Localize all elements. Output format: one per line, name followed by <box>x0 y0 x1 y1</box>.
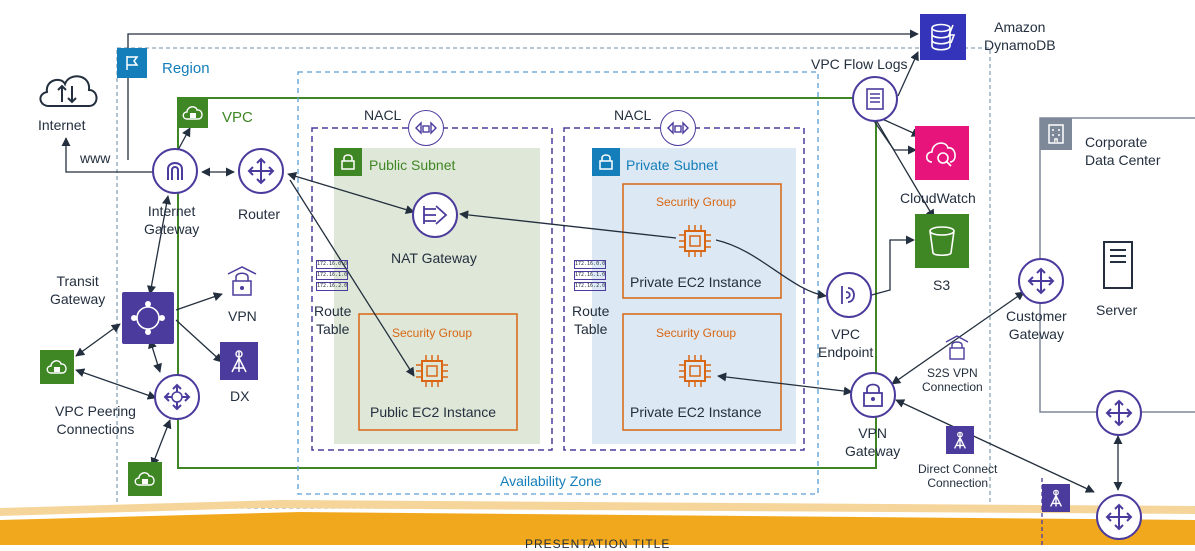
public-ec2-chip-icon <box>415 354 449 393</box>
security-group-private-bottom-box <box>622 313 782 431</box>
vpn-lock-icon <box>224 264 260 305</box>
router-label: Router <box>238 206 281 222</box>
security-group-public-box <box>358 313 518 431</box>
vpc-label: VPC <box>222 109 253 126</box>
region-boundary <box>116 47 991 509</box>
dx-label: DX <box>230 388 250 404</box>
vpc-icon <box>178 98 208 128</box>
route-table-right-label: Route Table <box>572 303 610 337</box>
onprem-router-top-icon <box>1096 390 1142 436</box>
vpc-endpoint-label: VPC Endpoint <box>818 326 874 360</box>
route-table-left-icon: 172.16.0.0 172.16.1.0 172.16.2.0 <box>316 260 348 291</box>
nacl-right-icon <box>660 110 696 146</box>
corporate-dc-icon <box>1040 118 1072 150</box>
security-group-private-top-box <box>622 183 782 299</box>
internet-label: Internet <box>38 117 86 133</box>
region-flag-icon <box>117 48 147 78</box>
nacl-right-label: NACL <box>614 107 652 123</box>
internet-cloud-icon <box>35 68 101 115</box>
customer-gateway-icon <box>1018 258 1064 304</box>
vpn-gateway-icon <box>850 372 896 418</box>
nacl-left-icon <box>408 110 444 146</box>
public-ec2-label: Public EC2 Instance <box>370 404 497 420</box>
dx-icon <box>220 342 258 380</box>
vpc-peering-bottom-icon <box>128 462 162 496</box>
private-ec2-top-label: Private EC2 Instance <box>630 274 762 290</box>
security-group-private-bottom-label: Security Group <box>656 326 737 340</box>
vpc-flow-logs-icon <box>852 76 898 122</box>
server-label: Server <box>1096 302 1138 318</box>
internet-gateway-label: Internet Gateway <box>144 203 200 237</box>
vpn-gateway-label: VPN Gateway <box>845 425 901 459</box>
route-table-left-label: Route Table <box>314 303 352 337</box>
direct-connect-icon <box>946 426 974 454</box>
vpc-boundary <box>177 97 877 469</box>
router-icon <box>238 148 284 194</box>
s3-icon <box>915 214 969 268</box>
internet-gateway-icon <box>152 148 198 194</box>
private-ec2-bottom-label: Private EC2 Instance <box>630 404 762 420</box>
security-group-public-label: Security Group <box>392 326 473 340</box>
vpc-endpoint-icon <box>826 272 872 318</box>
security-group-private-top-label: Security Group <box>656 195 737 209</box>
corporate-dc-label: Corporate Data Center <box>1085 134 1161 168</box>
dynamodb-label: Amazon DynamoDB <box>984 19 1056 53</box>
private-ec2-bottom-chip-icon <box>678 354 712 393</box>
onprem-direct-connect-icon <box>1042 484 1070 512</box>
private-subnet-label: Private Subnet <box>626 157 718 173</box>
transit-gateway-label: Transit Gateway <box>50 273 106 307</box>
vpc-peering-router-icon <box>154 374 200 420</box>
nat-gateway-icon <box>412 192 458 238</box>
onprem-router-bottom-icon <box>1096 494 1142 540</box>
public-subnet-lock-icon <box>334 148 362 176</box>
nat-gateway-label: NAT Gateway <box>391 250 477 266</box>
route-table-right-icon: 172.16.0.0 172.16.1.0 172.16.2.0 <box>574 260 606 291</box>
private-subnet-lock-icon <box>592 148 620 176</box>
direct-connect-label: Direct Connect Connection <box>918 462 998 490</box>
region-label: Region <box>162 60 210 77</box>
server-icon <box>1102 240 1134 295</box>
availability-zone-label: Availability Zone <box>500 473 602 489</box>
vpc-flow-logs-label: VPC Flow Logs <box>811 56 908 72</box>
nacl-left-label: NACL <box>364 107 402 123</box>
vpc-peering-label: VPC Peering Connections <box>55 403 136 437</box>
transit-gateway-icon <box>122 292 174 344</box>
footer-band <box>0 512 1195 545</box>
private-ec2-top-chip-icon <box>678 224 712 263</box>
cloudwatch-label: CloudWatch <box>900 190 976 206</box>
customer-gateway-label: Customer Gateway <box>1006 308 1067 342</box>
onprem-dashed-box <box>1041 478 1043 545</box>
footer-title: PRESENTATION TITLE <box>525 537 671 551</box>
s2s-vpn-lock-icon <box>943 334 971 367</box>
vpn-label: VPN <box>228 308 257 324</box>
cloudwatch-icon <box>915 126 969 180</box>
availability-zone-boundary <box>297 71 819 495</box>
dynamodb-icon <box>920 14 966 60</box>
s2s-vpn-label: S2S VPN Connection <box>922 366 983 394</box>
vpc-peering-left-icon <box>40 350 74 384</box>
www-label: www <box>80 150 111 166</box>
public-subnet-label: Public Subnet <box>369 157 456 173</box>
s3-label: S3 <box>933 277 951 293</box>
